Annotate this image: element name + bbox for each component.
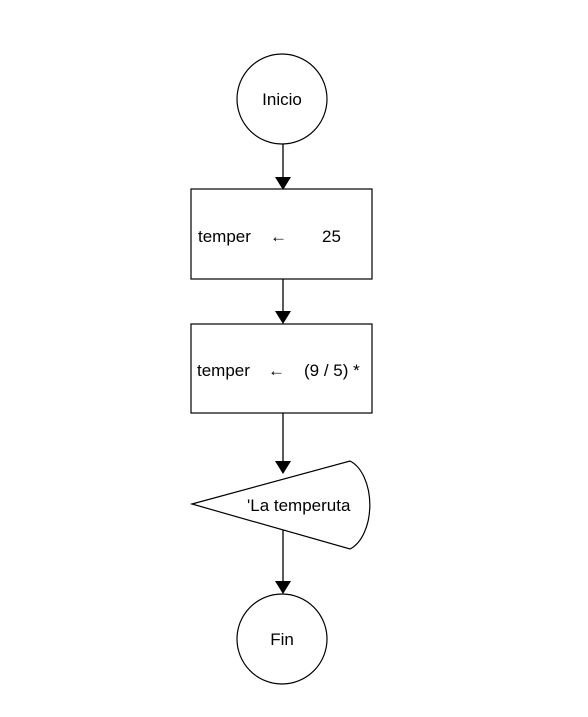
- arrowhead: [275, 461, 291, 474]
- output-label: 'La temperuta: [247, 496, 351, 515]
- start-label: Inicio: [262, 90, 302, 109]
- output-node: 'La temperuta: [189, 460, 371, 550]
- connector-start-to-assign-1: [275, 144, 291, 190]
- assign-1-value: 25: [322, 227, 341, 246]
- arrowhead: [275, 581, 291, 594]
- arrowhead: [275, 177, 291, 190]
- connector-assign-2-to-output: [275, 413, 291, 474]
- connector-assign-1-to-assign-2: [275, 279, 291, 324]
- start-node: Inicio: [236, 53, 328, 145]
- end-node: Fin: [236, 593, 328, 685]
- assign-node-1: temper ← 25: [190, 188, 373, 280]
- output-display-shape: [189, 460, 371, 550]
- end-label: Fin: [270, 630, 294, 649]
- assign-2-arrow-symbol: ←: [268, 361, 285, 380]
- assign-1-box: [190, 188, 373, 280]
- assign-1-arrow-symbol: ←: [270, 227, 287, 246]
- assign-2-variable: temper: [197, 361, 250, 380]
- end-circle: [236, 593, 328, 685]
- assign-2-box: [190, 323, 373, 414]
- start-circle: [236, 53, 328, 145]
- arrowhead: [275, 311, 291, 324]
- assign-1-variable: temper: [198, 227, 251, 246]
- assign-node-2: temper ← (9 / 5) *: [190, 323, 373, 414]
- assign-2-value: (9 / 5) *: [304, 361, 360, 380]
- connector-output-to-end: [275, 530, 291, 594]
